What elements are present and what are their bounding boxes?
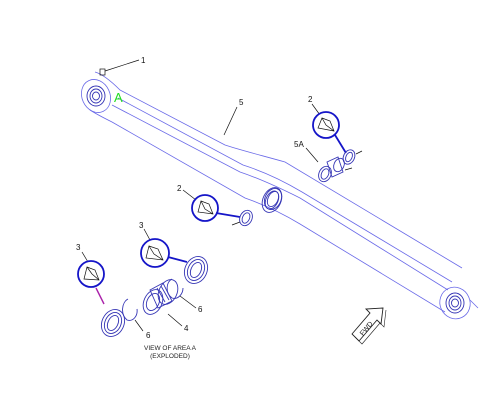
label-part-5: 5 bbox=[239, 98, 244, 107]
caption-line-1: VIEW OF AREA A bbox=[144, 345, 197, 352]
arm-right-boss bbox=[439, 286, 479, 320]
forward-arrow-icon: FWD bbox=[351, 307, 387, 345]
grease-fitting bbox=[99, 59, 140, 76]
label-part-5a: 5A bbox=[294, 140, 304, 149]
label-part-1: 1 bbox=[141, 56, 146, 65]
label-part-2-mid: 2 bbox=[177, 184, 182, 193]
callout-top-right bbox=[305, 103, 363, 183]
label-part-3-mid: 3 bbox=[139, 221, 144, 230]
exploded-view-area-a bbox=[77, 228, 209, 337]
label-part-6-right: 6 bbox=[198, 305, 203, 314]
label-part-2-top: 2 bbox=[308, 95, 313, 104]
label-part-4: 4 bbox=[184, 324, 189, 333]
callout-middle bbox=[182, 187, 283, 227]
label-part-3-left: 3 bbox=[76, 243, 81, 252]
arm-left-bore bbox=[86, 85, 106, 107]
arm-body bbox=[81, 71, 463, 313]
area-a-marker: A bbox=[114, 90, 123, 105]
label-part-6-left: 6 bbox=[146, 331, 151, 340]
caption-line-2: (EXPLODED) bbox=[150, 353, 190, 360]
